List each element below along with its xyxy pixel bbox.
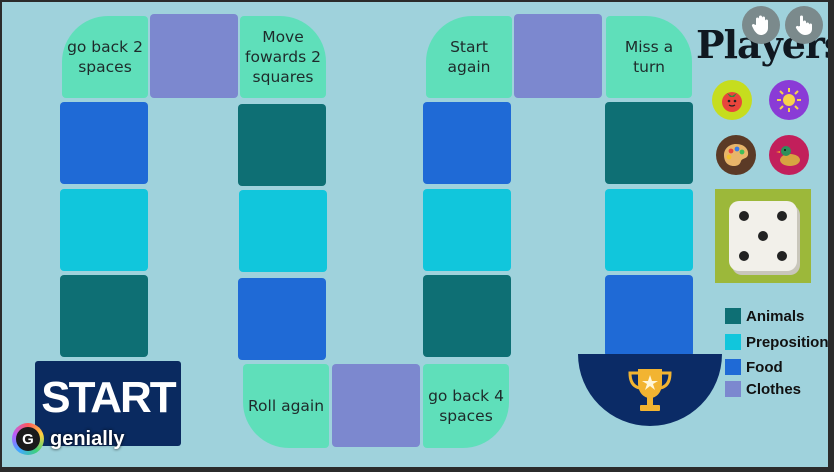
player-token-palette[interactable] (716, 135, 756, 175)
square-label: Roll again (247, 397, 325, 415)
finish-trophy (578, 354, 722, 426)
dice-pip (739, 251, 749, 261)
legend-swatch (725, 381, 741, 397)
square-start-again: Start again (426, 16, 512, 98)
square-prepositions (60, 189, 148, 271)
square-label: Start again (447, 38, 491, 76)
square-animals (605, 102, 693, 184)
legend-label: Clothes (746, 380, 802, 398)
square-clothes (150, 14, 238, 98)
square-food (605, 275, 693, 357)
grab-button[interactable] (742, 6, 780, 44)
legend-item-food: Food (725, 358, 783, 376)
legend-label: Prepositions (746, 333, 828, 351)
legend-item-clothes: Clothes (725, 380, 801, 398)
start-label: START (41, 373, 176, 422)
legend-label: Food (746, 358, 783, 376)
square-animals (423, 275, 511, 357)
square-animals (60, 275, 148, 357)
pointer-button[interactable] (785, 6, 823, 44)
square-food (60, 102, 148, 184)
tomato-icon (722, 92, 742, 112)
dice[interactable] (729, 201, 797, 271)
trophy-icon (628, 369, 672, 411)
legend-item-animals: Animals (725, 307, 804, 325)
genially-brand[interactable]: G genially (12, 423, 124, 455)
player-token-sun[interactable] (769, 80, 809, 120)
genially-logo-icon: G (12, 423, 44, 455)
square-prepositions (423, 189, 511, 271)
palette-icon (724, 144, 749, 166)
sun-icon (777, 88, 801, 112)
square-roll-again: Roll again (243, 364, 329, 448)
square-label: Miss a turn (624, 38, 674, 76)
start-button[interactable]: START (35, 361, 181, 446)
square-label: go back 2 spaces (67, 38, 143, 76)
square-animals (238, 104, 326, 186)
square-clothes (332, 364, 420, 447)
player-token-duck[interactable] (769, 135, 809, 175)
legend-item-prepositions: Prepositions (725, 333, 828, 351)
dice-pip (758, 231, 768, 241)
game-board: go back 2 spaces Move fowards 2 squares … (2, 2, 828, 467)
square-move-forwards-2: Move fowards 2 squares (240, 16, 326, 98)
square-label: go back 4 spaces (428, 387, 504, 425)
square-miss-a-turn: Miss a turn (606, 16, 692, 98)
square-food (238, 278, 326, 360)
square-clothes (514, 14, 602, 98)
player-token-tomato[interactable] (712, 80, 752, 120)
hand-icon (751, 15, 768, 35)
dice-panel[interactable] (715, 189, 811, 283)
dice-pip (777, 251, 787, 261)
legend-label: Animals (746, 307, 805, 325)
legend-swatch (725, 334, 741, 350)
dice-pip (777, 211, 787, 221)
square-go-back-2: go back 2 spaces (62, 16, 148, 98)
duck-icon (776, 146, 800, 166)
square-label: Move fowards 2 squares (245, 28, 321, 86)
dice-pip (739, 211, 749, 221)
genially-wordmark: genially (50, 427, 125, 450)
genially-logo-letter: G (16, 427, 40, 451)
square-prepositions (239, 190, 327, 272)
pointer-hand-icon (795, 15, 812, 35)
square-prepositions (605, 189, 693, 271)
legend-swatch (725, 359, 741, 375)
legend-swatch (725, 308, 741, 324)
square-food (423, 102, 511, 184)
square-go-back-4: go back 4 spaces (423, 364, 509, 448)
